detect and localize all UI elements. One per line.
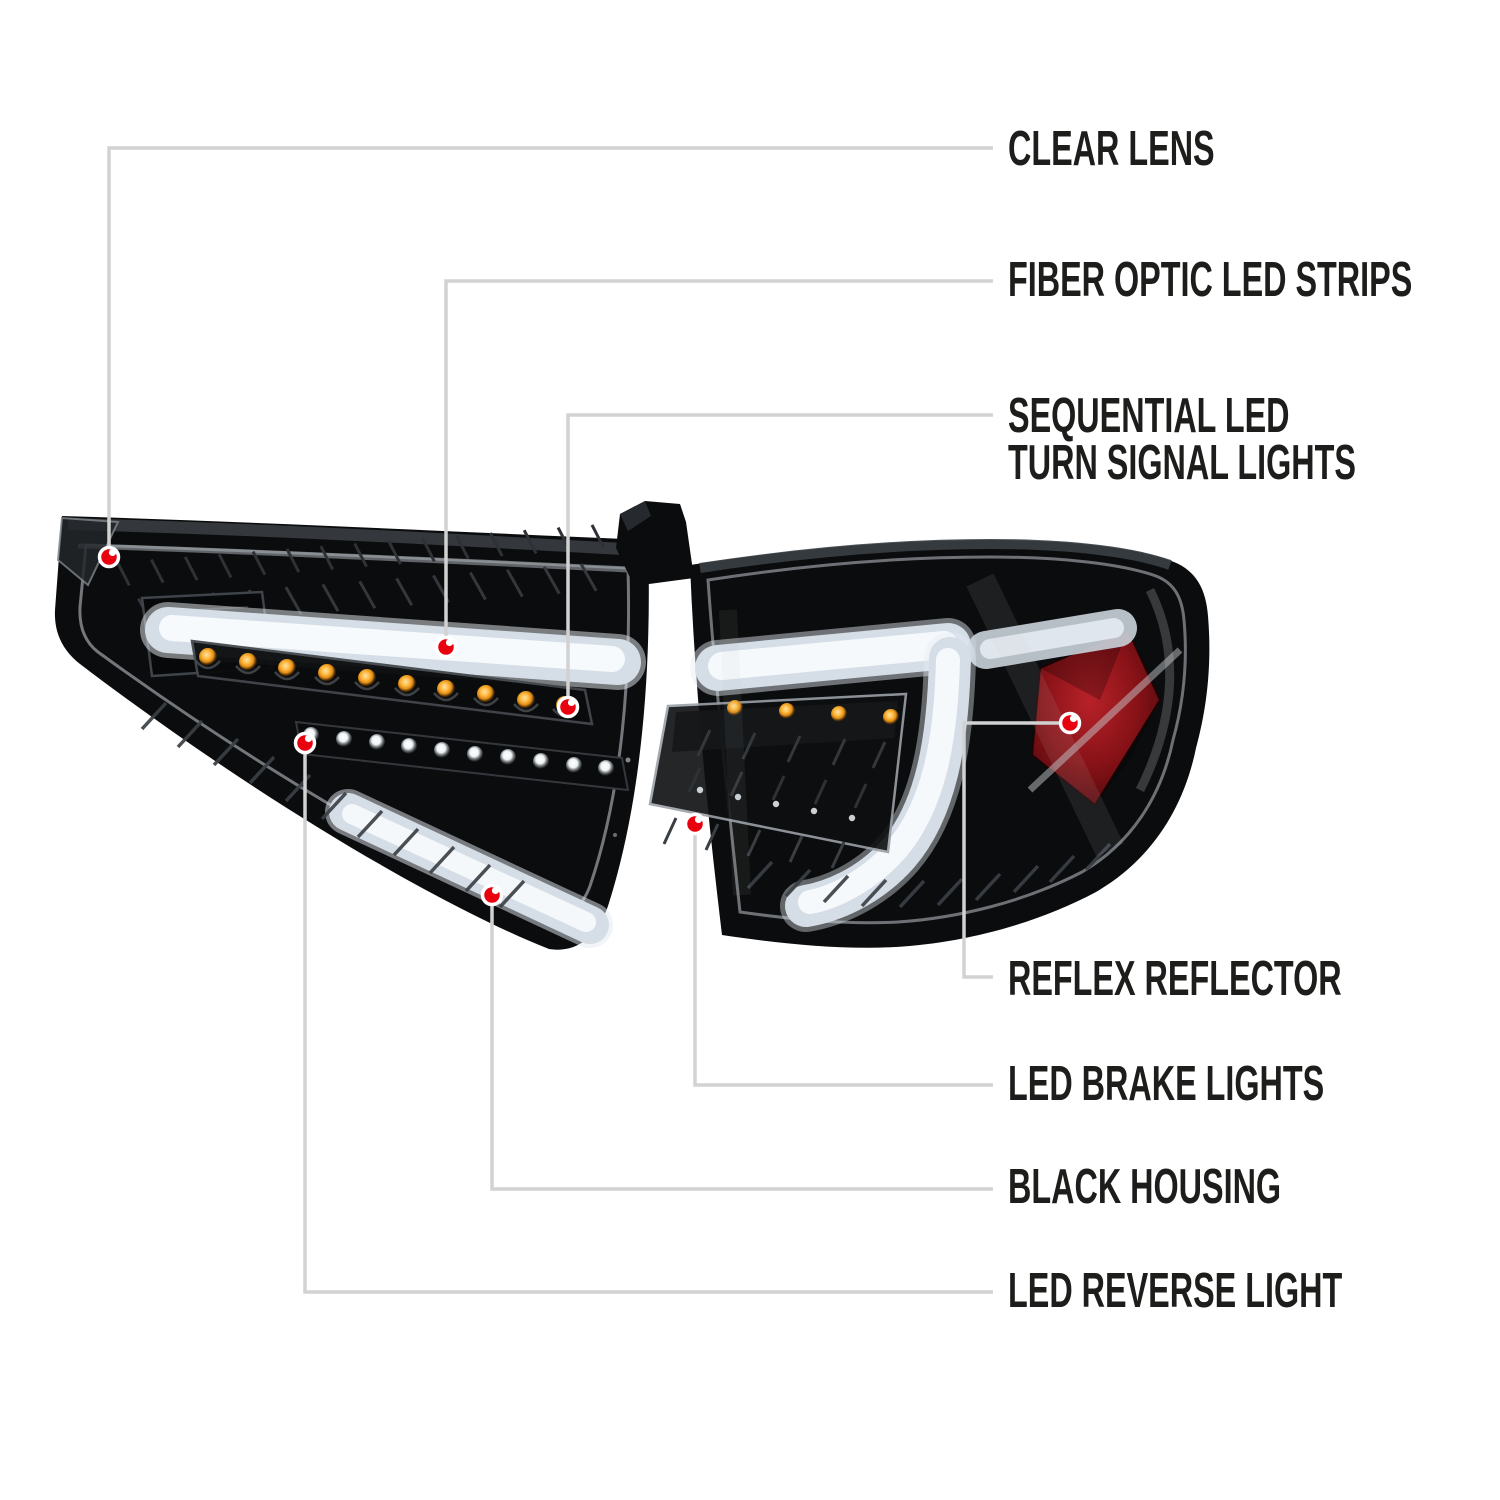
right-top-rim-band <box>699 538 1172 573</box>
right-amber-leds <box>727 700 899 725</box>
callout-marker-reflex-reflector <box>1058 711 1082 735</box>
callout-markers <box>97 545 1082 907</box>
label-text: CLEAR LENS <box>1008 122 1215 176</box>
right-smoke-streaks <box>719 573 1175 896</box>
left-sparkles <box>613 757 638 837</box>
callout-marker-led-reverse-light <box>293 731 317 755</box>
callout-label-clear-lens: CLEAR LENS <box>1008 122 1215 176</box>
label-text-line1: SEQUENTIAL LED <box>1008 389 1290 443</box>
label-text-line2: TURN SIGNAL LIGHTS <box>1008 436 1356 490</box>
callout-line-fiber-optic-led-strips <box>444 279 993 647</box>
callout-label-led-reverse-light: LED REVERSE LIGHT <box>1008 1264 1343 1318</box>
callout-line-sequential-led-turn-signal-lights <box>566 413 993 707</box>
amber-led-cups <box>195 660 578 718</box>
taillight-left-piece <box>54 516 649 950</box>
callout-line-led-brake-lights <box>693 824 993 1087</box>
callout-label-sequential-led-turn-signal-lights: SEQUENTIAL LED TURN SIGNAL LIGHTS <box>1008 389 1356 490</box>
white-leds <box>303 727 614 776</box>
left-corner-facet <box>56 516 120 587</box>
label-text: LED REVERSE LIGHT <box>1008 1264 1343 1318</box>
callout-line-reflex-reflector <box>962 721 1070 979</box>
brake-led-glints <box>696 786 856 822</box>
callout-marker-fiber-optic-led-strips <box>434 635 458 659</box>
right-led-tube <box>690 609 1137 932</box>
label-text: REFLEX REFLECTOR <box>1008 952 1342 1006</box>
callout-line-clear-lens <box>107 146 993 557</box>
callout-label-reflex-reflector: REFLEX REFLECTOR <box>1008 952 1342 1006</box>
fiber-optic-led-strip <box>140 602 646 690</box>
left-bottom-hatch-ribs <box>140 701 526 909</box>
callout-line-black-housing <box>490 895 993 1191</box>
label-text: BLACK HOUSING <box>1008 1160 1282 1214</box>
callout-label-black-housing: BLACK HOUSING <box>1008 1160 1282 1214</box>
callout-marker-led-brake-lights <box>683 812 707 836</box>
taillight-right-piece <box>616 501 1210 948</box>
right-lens-seam <box>706 555 1187 925</box>
callout-marker-clear-lens <box>97 545 121 569</box>
callout-marker-sequential-led-turn-signal-lights <box>556 695 580 719</box>
callout-line-led-reverse-light <box>303 743 993 1294</box>
left-top-rim-band <box>67 518 643 556</box>
label-text: FIBER OPTIC LED STRIPS <box>1008 253 1413 307</box>
callout-label-led-brake-lights: LED BRAKE LIGHTS <box>1008 1057 1325 1111</box>
brake-light-chamber <box>648 692 908 854</box>
right-bottom-hatch-ribs <box>746 842 1112 909</box>
label-text: LED BRAKE LIGHTS <box>1008 1057 1325 1111</box>
callout-label-fiber-optic-led-strips: FIBER OPTIC LED STRIPS <box>1008 253 1413 307</box>
sequential-turn-signal-row <box>190 639 594 726</box>
left-lower-led-tube <box>325 789 613 948</box>
mounting-tab-facet <box>620 501 651 531</box>
below-chamber-fins <box>662 817 846 869</box>
callout-marker-black-housing <box>480 883 504 907</box>
leader-lines <box>107 146 1070 1294</box>
